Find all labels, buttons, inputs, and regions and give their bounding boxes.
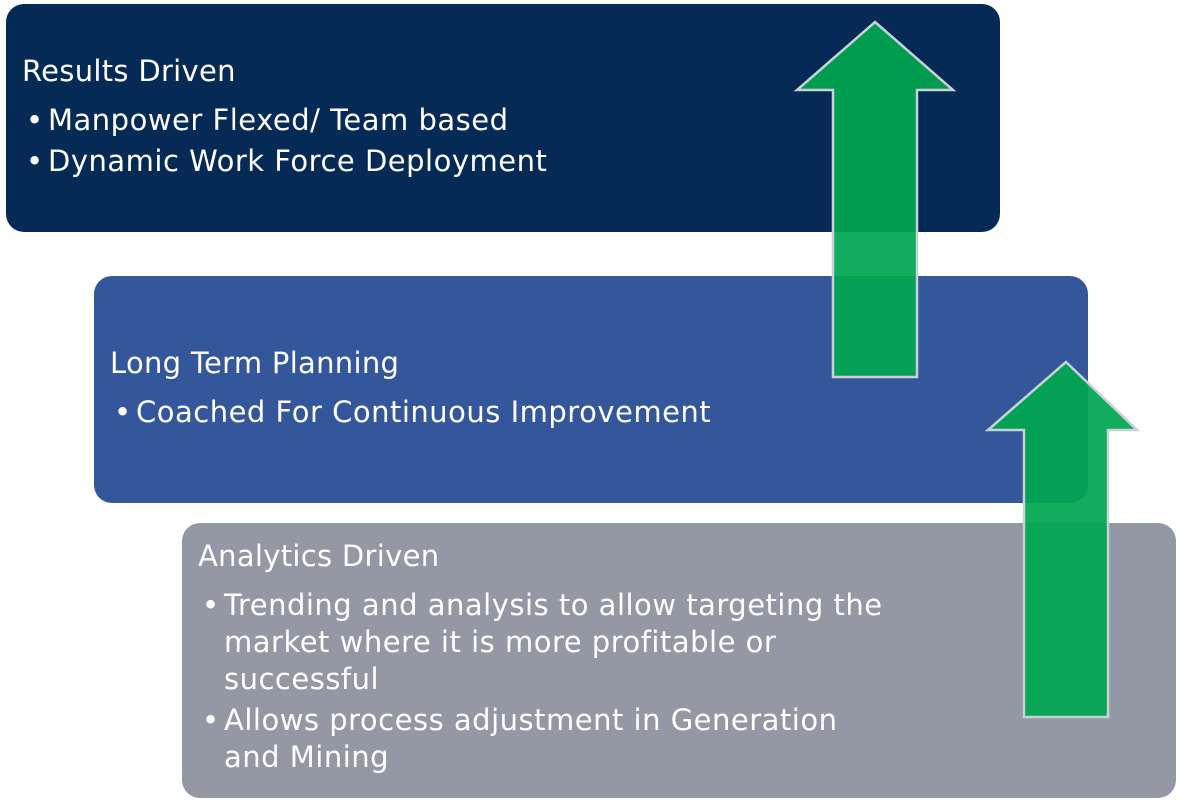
bullet: Trending and analysis to allow targeting… <box>198 587 884 698</box>
tier-analytics-driven: Analytics Driven Trending and analysis t… <box>182 523 1176 798</box>
up-arrow-icon <box>984 360 1141 719</box>
up-arrow-icon <box>793 20 957 379</box>
tier-title: Results Driven <box>22 54 236 88</box>
tier-title: Analytics Driven <box>198 539 440 573</box>
tier-title: Long Term Planning <box>110 346 400 380</box>
tier-long-term-planning: Long Term Planning Coached For Continuou… <box>94 276 1088 503</box>
bullet: Coached For Continuous Improvement <box>110 394 1088 431</box>
bullet: Manpower Flexed/ Team based <box>22 102 1000 139</box>
bullet: Allows process adjustment in Generation … <box>198 702 884 776</box>
bullet: Dynamic Work Force Deployment <box>22 143 1000 180</box>
